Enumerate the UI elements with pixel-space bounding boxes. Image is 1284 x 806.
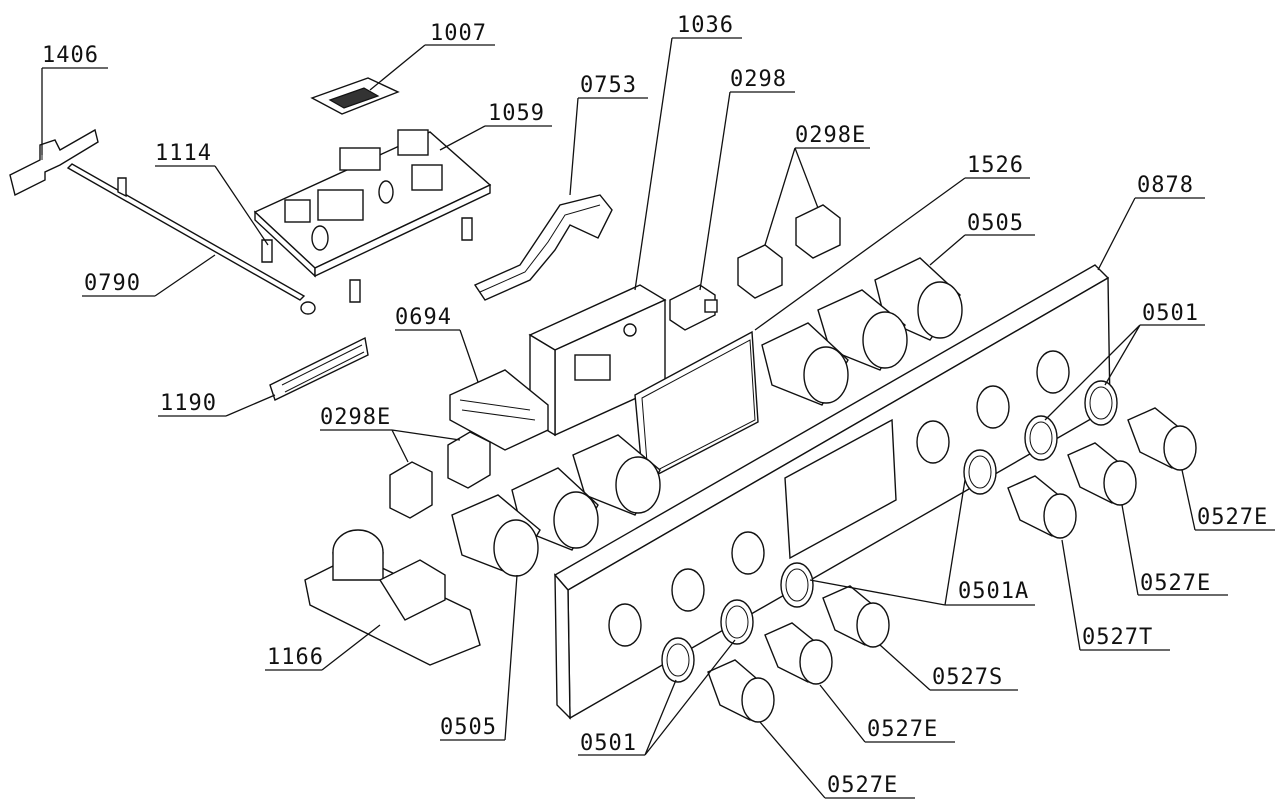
part-1114-standoffs	[261, 217, 473, 303]
label-0790: 0790	[84, 271, 141, 296]
part-0505-bezels	[451, 257, 963, 577]
part-labels: 1406 1007 1036 0753 0298 1059 0298E 1114…	[42, 13, 1268, 798]
part-0694-timer	[449, 369, 549, 451]
part-0298E-left-switches	[389, 431, 491, 519]
leader-lines	[41, 37, 1275, 799]
part-1406-bracket	[9, 128, 99, 197]
label-0501-bottom: 0501	[580, 731, 637, 756]
label-1406: 1406	[42, 43, 99, 68]
label-0501A: 0501A	[958, 579, 1029, 604]
part-1166-fan-assembly	[304, 529, 481, 666]
label-0501-right: 0501	[1142, 301, 1199, 326]
part-1007-label	[310, 77, 400, 115]
label-1059: 1059	[488, 101, 545, 126]
part-0298-switch	[669, 284, 718, 331]
label-0878: 0878	[1137, 173, 1194, 198]
part-0527-knobs	[707, 407, 1197, 723]
part-0790-rod	[66, 163, 316, 315]
part-1190-ribbon	[269, 336, 369, 401]
part-0501-rings	[661, 380, 1118, 683]
part-0753-ribbon	[473, 194, 613, 301]
label-0505-top: 0505	[967, 211, 1024, 236]
label-0527S: 0527S	[932, 665, 1003, 690]
label-0527E-r1: 0527E	[1197, 505, 1268, 530]
label-1166: 1166	[267, 645, 324, 670]
label-1526: 1526	[967, 153, 1024, 178]
label-0298: 0298	[730, 67, 787, 92]
label-0753: 0753	[580, 73, 637, 98]
label-0527E-b2: 0527E	[827, 773, 898, 798]
label-0527T: 0527T	[1082, 625, 1153, 650]
part-1036-display-module	[528, 284, 667, 437]
part-0298E-top-switches	[737, 204, 841, 299]
label-1190: 1190	[160, 391, 217, 416]
label-0527E-b1: 0527E	[867, 717, 938, 742]
label-0298E-left: 0298E	[320, 405, 391, 430]
label-1036: 1036	[677, 13, 734, 38]
label-0527E-r2: 0527E	[1140, 571, 1211, 596]
part-1059-board	[253, 129, 492, 278]
label-0694: 0694	[395, 305, 452, 330]
label-1114: 1114	[155, 141, 212, 166]
label-1007: 1007	[430, 21, 487, 46]
part-0878-control-panel	[553, 264, 1111, 720]
label-0298E-top: 0298E	[795, 123, 866, 148]
label-0505-bottom: 0505	[440, 715, 497, 740]
